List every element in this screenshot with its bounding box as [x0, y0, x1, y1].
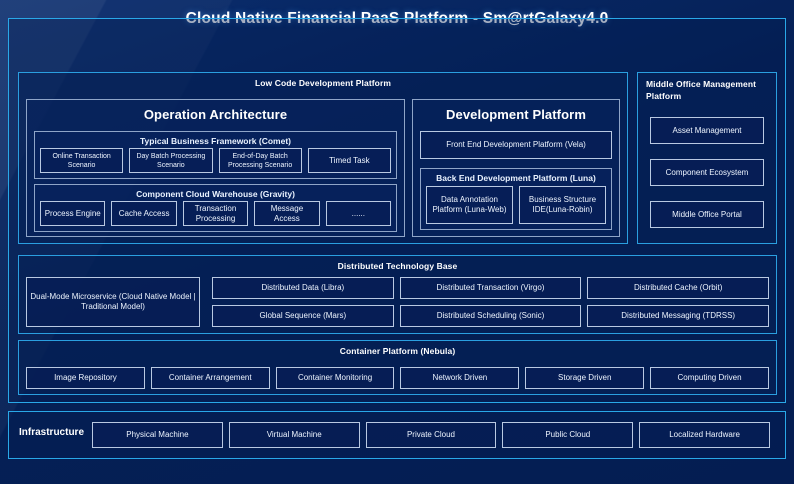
chip-virtual-machine[interactable]: Virtual Machine: [228, 422, 360, 448]
business-framework-items: Online Transaction Scenario Day Batch Pr…: [40, 148, 391, 173]
back-end-title: Back End Development Platform (Luna): [436, 173, 596, 183]
chip-cache-access[interactable]: Cache Access: [111, 201, 177, 226]
chip-storage-driven[interactable]: Storage Driven: [525, 367, 645, 389]
chip-container-monitoring[interactable]: Container Monitoring: [275, 367, 395, 389]
chip-distributed-scheduling[interactable]: Distributed Scheduling (Sonic): [399, 305, 582, 327]
component-warehouse-title: Component Cloud Warehouse (Gravity): [136, 189, 295, 199]
chip-business-structure-ide[interactable]: Business Structure IDE(Luna-Robin): [519, 186, 606, 224]
infrastructure-items: Physical Machine Virtual Machine Private…: [92, 422, 770, 448]
chip-front-end-development-platform[interactable]: Front End Development Platform (Vela): [420, 131, 612, 159]
business-framework-title: Typical Business Framework (Comet): [140, 136, 291, 146]
chip-timed-task[interactable]: Timed Task: [307, 148, 391, 173]
chip-localized-hardware[interactable]: Localized Hardware: [639, 422, 770, 448]
chip-more-ellipsis[interactable]: ......: [325, 201, 392, 226]
chip-public-cloud[interactable]: Public Cloud: [502, 422, 634, 448]
chip-physical-machine[interactable]: Physical Machine: [92, 422, 223, 448]
chip-global-sequence[interactable]: Global Sequence (Mars): [212, 305, 394, 327]
distributed-base-row-1: Distributed Data (Libra) Distributed Tra…: [212, 277, 770, 299]
chip-distributed-cache[interactable]: Distributed Cache (Orbit): [587, 277, 770, 299]
chip-middle-office-portal[interactable]: Middle Office Portal: [650, 201, 764, 228]
component-warehouse-items: Process Engine Cache Access Transaction …: [40, 201, 392, 226]
chip-online-transaction-scenario[interactable]: Online Transaction Scenario: [40, 148, 124, 173]
chip-network-driven[interactable]: Network Driven: [400, 367, 520, 389]
low-code-title: Low Code Development Platform: [254, 78, 392, 88]
chip-asset-management[interactable]: Asset Management: [650, 117, 764, 144]
back-end-items: Data Annotation Platform (Luna-Web) Busi…: [426, 186, 606, 224]
distributed-base-row-2: Global Sequence (Mars) Distributed Sched…: [212, 305, 770, 327]
chip-container-arrangement[interactable]: Container Arrangement: [150, 367, 270, 389]
chip-process-engine[interactable]: Process Engine: [40, 201, 106, 226]
chip-distributed-transaction[interactable]: Distributed Transaction (Virgo): [399, 277, 582, 299]
chip-distributed-messaging[interactable]: Distributed Messaging (TDRSS): [587, 305, 770, 327]
chip-day-batch-processing-scenario[interactable]: Day Batch Processing Scenario: [129, 148, 213, 173]
chip-dual-mode-microservice[interactable]: Dual-Mode Microservice (Cloud Native Mod…: [26, 277, 200, 327]
distributed-base-title: Distributed Technology Base: [337, 261, 458, 271]
chip-image-repository[interactable]: Image Repository: [26, 367, 145, 389]
chip-distributed-data[interactable]: Distributed Data (Libra): [212, 277, 394, 299]
chip-message-access[interactable]: Message Access: [254, 201, 320, 226]
chip-transaction-processing[interactable]: Transaction Processing: [182, 201, 249, 226]
middle-office-title: Middle Office Management Platform: [646, 79, 757, 101]
chip-component-ecosystem[interactable]: Component Ecosystem: [650, 159, 764, 186]
container-platform-items: Image Repository Container Arrangement C…: [26, 367, 769, 389]
chip-computing-driven[interactable]: Computing Driven: [650, 367, 769, 389]
chip-end-of-day-batch-processing-scenario[interactable]: End-of-Day Batch Processing Scenario: [218, 148, 302, 173]
infrastructure-label: Infrastructure: [19, 427, 85, 438]
chip-data-annotation-platform[interactable]: Data Annotation Platform (Luna-Web): [426, 186, 513, 224]
chip-private-cloud[interactable]: Private Cloud: [365, 422, 497, 448]
operation-architecture-title: Operation Architecture: [143, 107, 288, 122]
development-platform-title: Development Platform: [446, 107, 586, 122]
container-platform-title: Container Platform (Nebula): [339, 346, 456, 356]
